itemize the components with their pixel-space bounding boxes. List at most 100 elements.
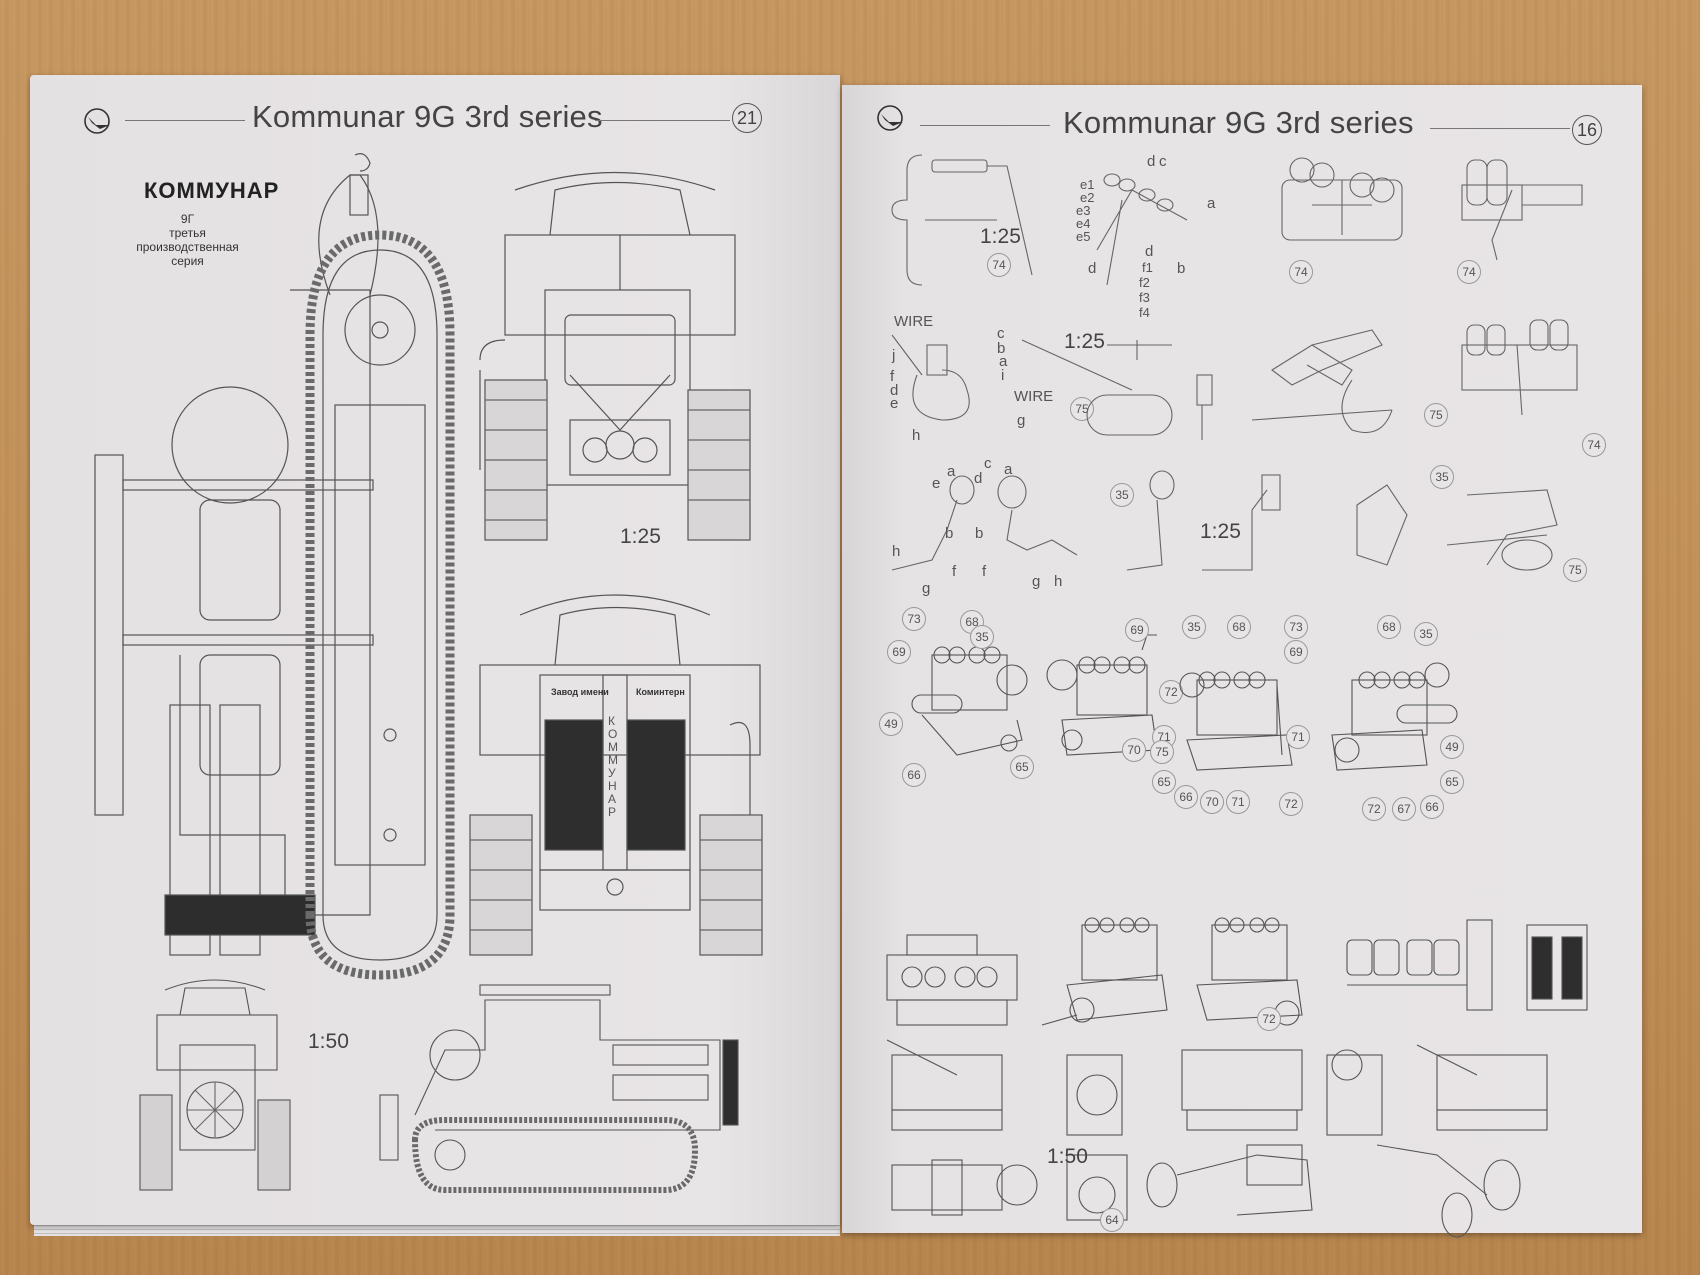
brand-subtitle: 9Г третья производственная серия [125, 212, 250, 268]
radiator-left-panel [544, 719, 604, 851]
part-label: e2 [1080, 190, 1095, 205]
part-35-bent-pipe-drawing [1122, 470, 1282, 590]
radiator-plate-right: Коминтерн [636, 687, 685, 697]
page-title: Kommunar 9G 3rd series [252, 99, 603, 134]
part-74-assembly-drawing [1077, 160, 1207, 290]
wire-label: WIRE [894, 313, 934, 330]
engine-assembly-1-drawing [897, 625, 1042, 775]
engine-view [1146, 1144, 1313, 1216]
part-label: f [890, 368, 895, 385]
part-callout: 74 [1457, 260, 1481, 284]
part-label: f1 [1142, 260, 1153, 275]
part-label: e4 [1076, 216, 1091, 231]
part-label: f4 [1139, 305, 1150, 320]
part-callout: 74 [1289, 260, 1313, 284]
radiator-right-panel [626, 719, 686, 851]
engine-view [1196, 917, 1303, 1026]
part-callout: 66 [1420, 795, 1444, 819]
part-label: c [1159, 153, 1167, 170]
engine-view [886, 1039, 1003, 1131]
subtitle-line: третья [169, 226, 206, 240]
part-75-manifold-drawing [1251, 310, 1402, 450]
part-label: a [947, 463, 956, 480]
part-35-assembled-drawing [1347, 475, 1577, 595]
left-page: Kommunar 9G 3rd series 21 КОММУНАР 9Г тр… [30, 75, 840, 1225]
part-label: j [892, 347, 896, 364]
part-label: b [1177, 260, 1186, 277]
tractor-top-view-drawing [90, 153, 500, 995]
part-callout: 35 [970, 625, 994, 649]
engine-view [1066, 1154, 1128, 1221]
part-callout: 69 [1284, 640, 1308, 664]
part-callout: 72 [1159, 680, 1183, 704]
part-callout: 49 [1440, 735, 1464, 759]
engine-view [886, 934, 1018, 1026]
engine-view [1416, 1044, 1548, 1131]
scale-label: 1:50 [308, 1030, 349, 1053]
part-callout: 66 [1174, 785, 1198, 809]
publisher-logo [875, 102, 911, 138]
page-number: 21 [732, 103, 762, 133]
header-rule-right [595, 120, 730, 121]
part-callout: 49 [879, 712, 903, 736]
part-callout: 69 [887, 640, 911, 664]
part-label: i [1001, 367, 1005, 384]
part-callout: 75 [1150, 740, 1174, 764]
part-callout: 35 [1430, 465, 1454, 489]
part-callout: 66 [902, 763, 926, 787]
part-label: c [984, 455, 992, 472]
part-callout: 68 [1377, 615, 1401, 639]
part-label: d [1088, 260, 1097, 277]
small-rear-view-drawing [135, 970, 295, 1191]
engine-view [1326, 1049, 1383, 1136]
part-label: b [945, 525, 954, 542]
part-74-engine-block-drawing [1452, 150, 1592, 265]
part-callout: 73 [1284, 615, 1308, 639]
part-callout: 71 [1226, 790, 1250, 814]
part-callout: 68 [1227, 615, 1251, 639]
part-label: b [975, 525, 984, 542]
part-label: a [1004, 461, 1013, 478]
publisher-logo [82, 105, 118, 141]
wire-label: WIRE [1014, 388, 1054, 405]
part-callout: 72 [1257, 1007, 1281, 1031]
header-rule-left [125, 120, 245, 121]
part-callout: 72 [1279, 792, 1303, 816]
part-label: f [952, 563, 957, 580]
radiator-view [1526, 924, 1588, 1011]
engine-view [1066, 1054, 1123, 1136]
scale-label: 1:25 [620, 525, 661, 548]
part-label: f [982, 563, 987, 580]
part-75-exhaust-drawing [882, 325, 1032, 435]
engine-assembly-3-drawing [1167, 645, 1327, 785]
part-label: h [1054, 573, 1063, 590]
part-callout: 70 [1200, 790, 1224, 814]
part-label: h [912, 427, 921, 444]
part-callout: 73 [902, 607, 926, 631]
part-label: g [1017, 412, 1026, 429]
subtitle-line: серия [171, 254, 204, 268]
engine-view [1181, 1049, 1303, 1131]
scale-label: 1:25 [980, 225, 1021, 248]
part-75-loop-drawing [1021, 339, 1222, 440]
part-callout: 69 [1125, 618, 1149, 642]
subtitle-line: 9Г [180, 212, 195, 226]
part-callout: 35 [1414, 622, 1438, 646]
scale-label: 1:25 [1064, 330, 1105, 353]
part-75-engine-block-drawing [1452, 315, 1592, 425]
page-number: 16 [1572, 115, 1602, 145]
page-title: Kommunar 9G 3rd series [1063, 105, 1414, 140]
part-label: d [974, 470, 983, 487]
part-callout: 74 [1582, 433, 1606, 457]
part-callout: 64 [1100, 1208, 1124, 1232]
part-label: e5 [1076, 229, 1091, 244]
part-callout: 67 [1392, 797, 1416, 821]
part-label: b [997, 340, 1006, 357]
drawing-tank [171, 386, 289, 504]
part-callout: 72 [1362, 797, 1386, 821]
part-label: d [890, 382, 899, 399]
part-callout: 75 [1070, 397, 1094, 421]
drawing-plate [94, 454, 124, 816]
part-label: g [922, 580, 931, 597]
part-callout: 75 [1563, 558, 1587, 582]
